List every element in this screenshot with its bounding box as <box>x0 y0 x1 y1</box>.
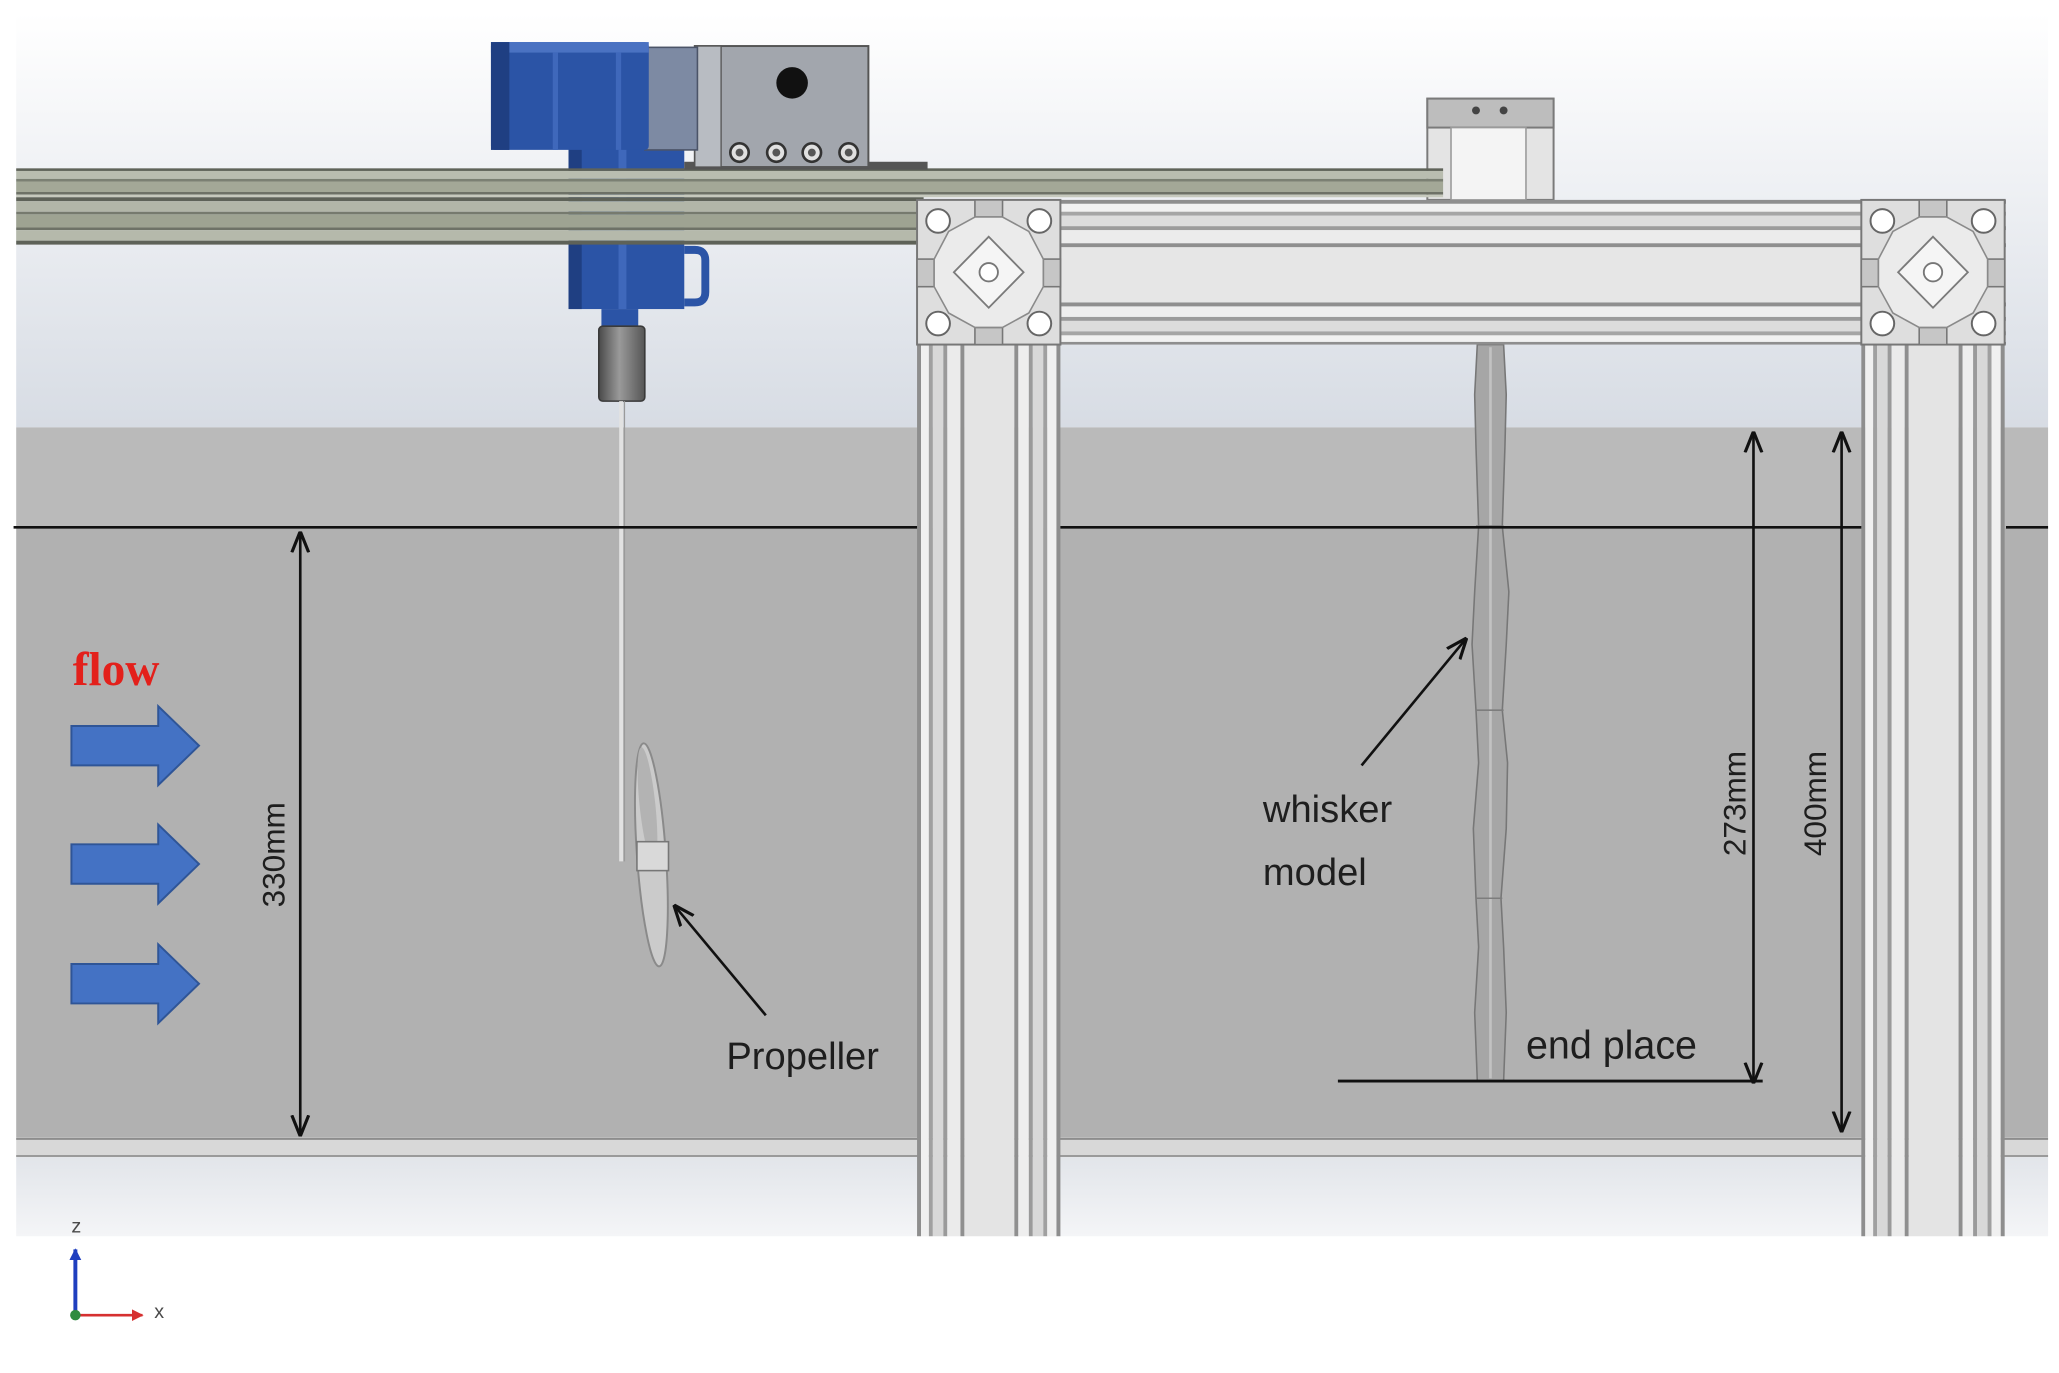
propeller-callout: Propeller <box>674 905 879 1078</box>
end-place-marker: end place <box>1337 1024 1763 1083</box>
dimension-label-330: 330mm <box>255 802 291 907</box>
propeller-label: Propeller <box>726 1035 879 1078</box>
z-axis-label: z <box>71 1215 81 1237</box>
dimension-label-400: 400mm <box>1797 751 1833 856</box>
stepper-motor <box>490 42 649 150</box>
dimension-label-273: 273mm <box>1717 751 1753 856</box>
flow-label: flow <box>73 644 160 696</box>
sensor-mount-block <box>1426 97 1555 201</box>
motor-head <box>490 42 928 170</box>
propeller <box>634 742 670 968</box>
aluminum-frame <box>916 198 2006 1237</box>
end-place-label: end place <box>1526 1024 1697 1068</box>
dimension-whisker-length: 273mm <box>1717 431 1754 1084</box>
callout-arrow <box>1360 638 1467 767</box>
shaft-coupling <box>598 325 646 402</box>
propeller-hub <box>636 840 670 872</box>
whisker-model-label-line1: whisker <box>1262 788 1393 831</box>
frame-corner-profile-right <box>1860 198 2006 346</box>
whisker-model-rod <box>1471 343 1510 1082</box>
frame-post-left <box>917 344 1061 1237</box>
flow-arrow <box>70 941 201 1026</box>
whisker-model-callout: whisker model <box>1262 638 1467 894</box>
dimension-tank-depth: 400mm <box>1797 431 1842 1133</box>
axis-triad: z x <box>69 1215 164 1323</box>
guide-rail-lower <box>16 197 924 245</box>
whisker-model-label: whisker model <box>1262 788 1403 894</box>
flow-indicator: flow <box>70 644 201 1026</box>
x-axis-label: x <box>154 1301 164 1323</box>
frame-crossbar <box>917 199 2006 345</box>
dimension-water-depth: 330mm <box>255 531 300 1137</box>
flow-arrow <box>70 703 201 788</box>
guide-rail-upper <box>16 168 1444 198</box>
flow-arrow <box>70 822 201 906</box>
frame-corner-profile-left <box>916 198 1062 346</box>
callout-arrow <box>674 905 767 1017</box>
frame-post-right <box>1861 344 2005 1237</box>
axis-origin <box>70 1309 81 1321</box>
whisker-model-label-line2: model <box>1263 851 1367 894</box>
motor-coupler-housing <box>644 46 699 151</box>
